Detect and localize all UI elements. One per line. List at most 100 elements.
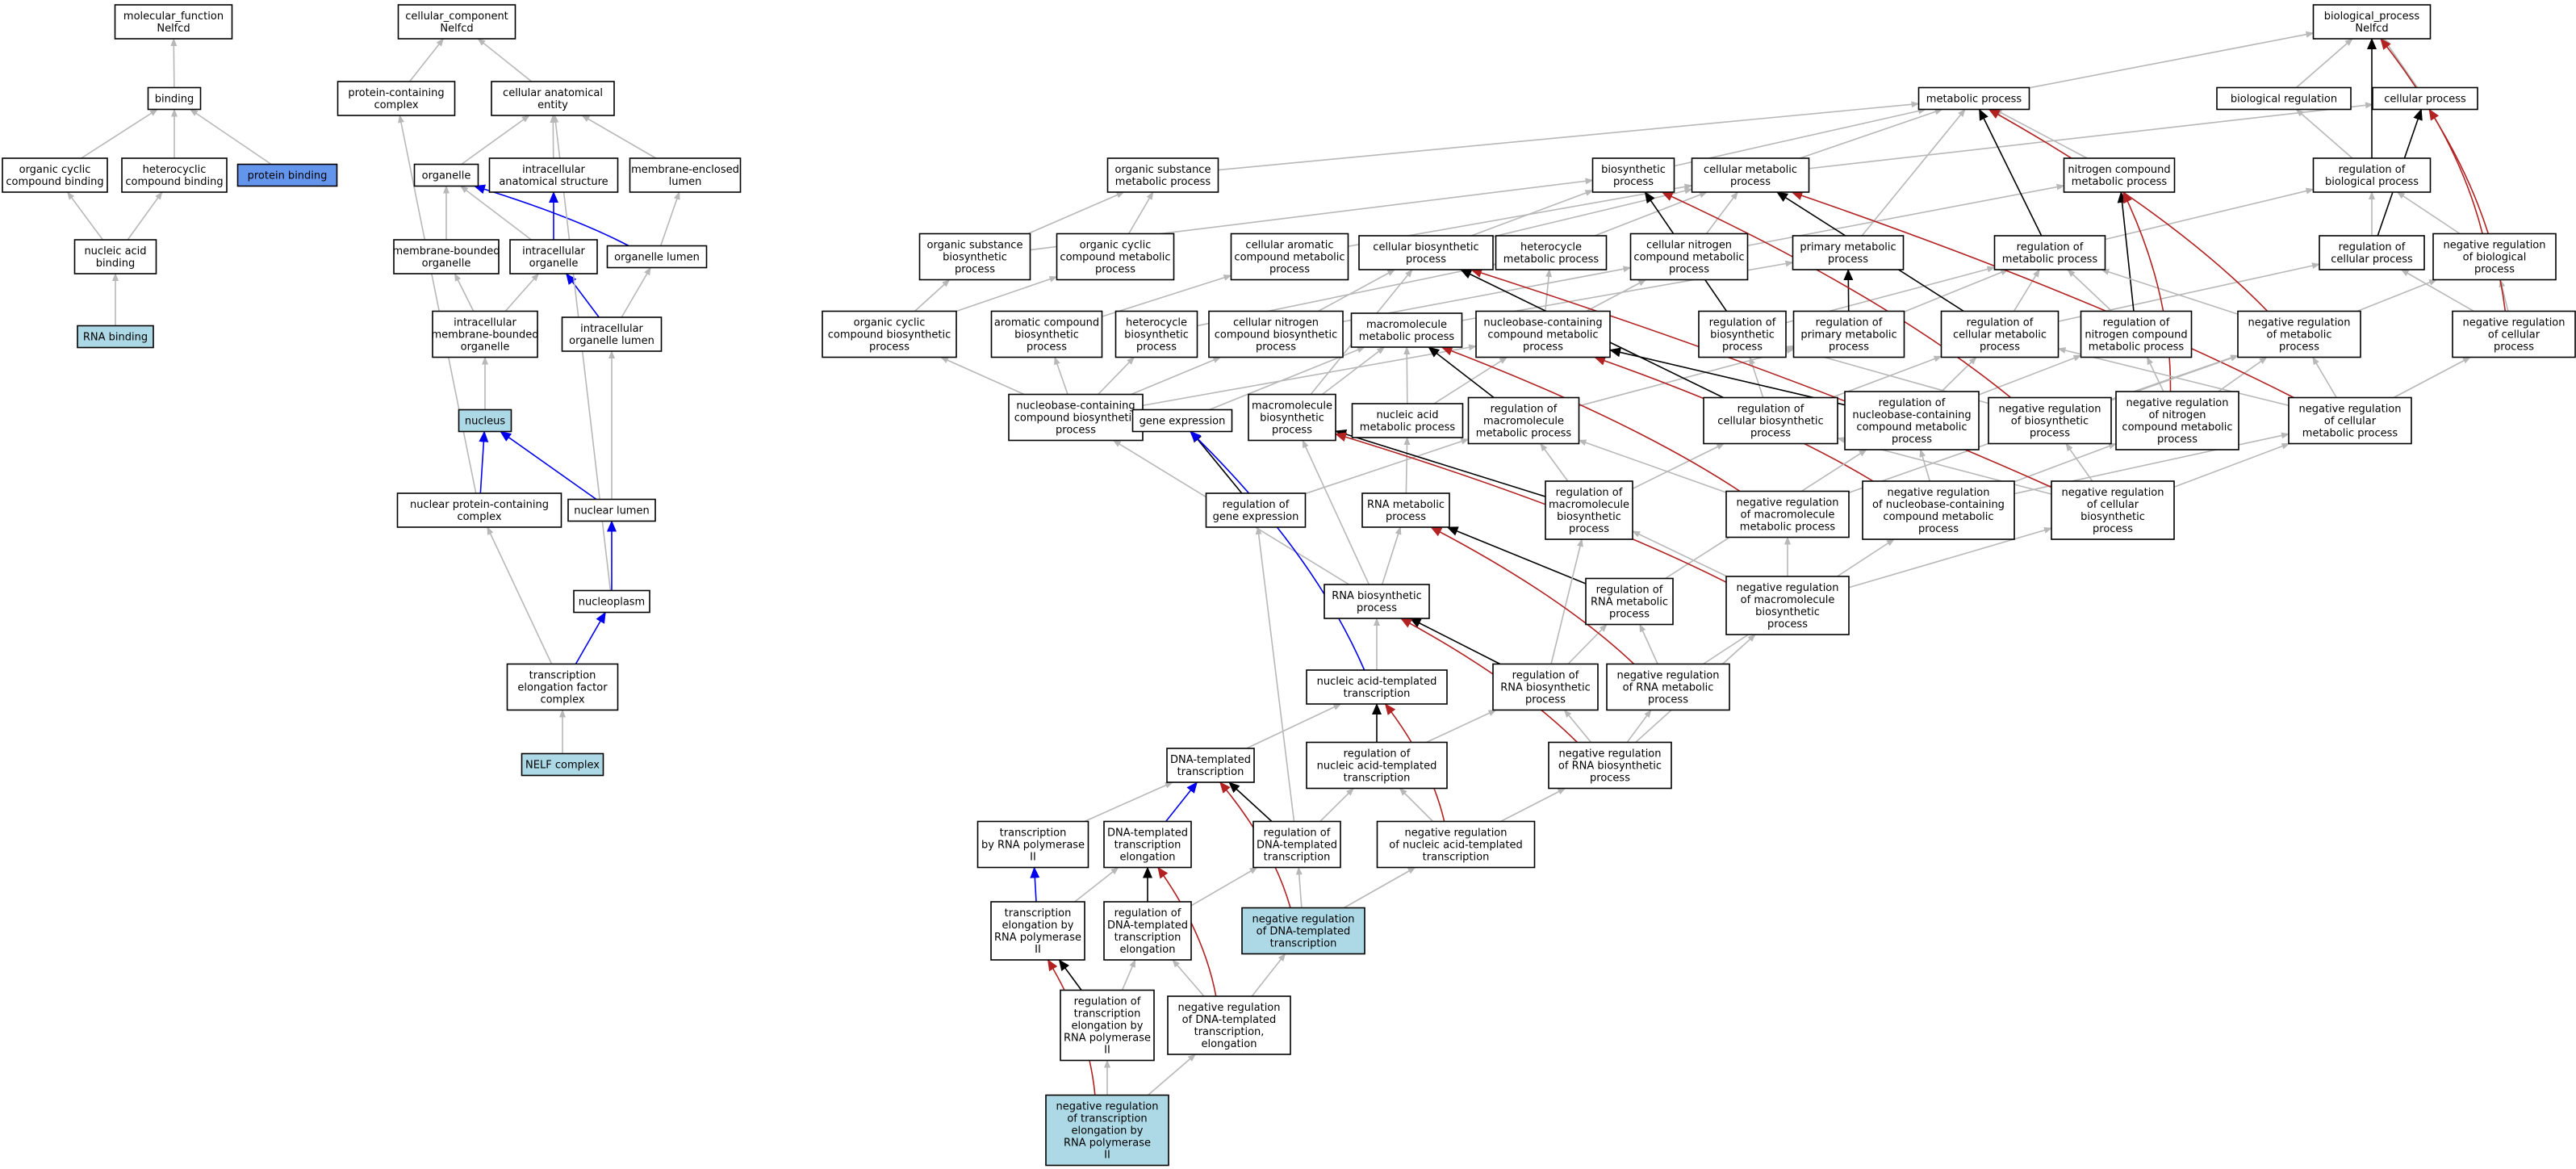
edge-is-a: [1127, 191, 1154, 234]
edge-regulates: [2117, 191, 2135, 312]
go-term-box: [337, 81, 456, 116]
go-term-label: biosynthetic: [1260, 413, 1324, 425]
go-term-label: process: [1648, 694, 1688, 706]
go-term-box: [1205, 492, 1307, 528]
go-term-box: [2051, 480, 2175, 540]
edge-is-a: [2014, 442, 2117, 483]
edge-is-a: [1632, 530, 1728, 577]
go-term-label: II: [1104, 1150, 1110, 1162]
edge-is-a: [1246, 703, 1342, 749]
edge-part-of: [1190, 430, 1365, 671]
go-term-label: regulation of: [2017, 241, 2084, 253]
go-term-label: process: [1669, 264, 1709, 276]
go-term-label: regulation of: [1264, 828, 1331, 840]
edge-is-a: [1318, 269, 1396, 312]
go-term-box: [918, 233, 1031, 281]
go-term-box: [397, 4, 516, 40]
go-term-label: nuclear protein-containing: [410, 499, 549, 511]
go-term-label: of biosynthetic: [2011, 416, 2089, 428]
go-term-label: process: [1918, 523, 1959, 535]
edge-negatively-regulates: [2428, 108, 2507, 312]
go-term-label: process: [2494, 341, 2534, 354]
go-term-label: Nelfcd: [157, 23, 190, 35]
go-term-label: nucleic acid-templated: [1317, 760, 1437, 773]
go-term-label: RNA binding: [83, 332, 148, 344]
go-term-label: elongation: [1120, 944, 1176, 956]
go-term-box: [1131, 409, 1233, 433]
go-term-label: organic cyclic: [854, 317, 926, 329]
edge-is-a: [1978, 354, 2082, 396]
edge-is-a: [81, 108, 158, 159]
go-term-node: regulation ofnucleobase-containingcompou…: [1844, 391, 1980, 450]
edge-is-a: [1579, 347, 1795, 407]
go-term-box: [1703, 396, 1838, 445]
edge-is-a: [1586, 279, 1647, 312]
go-term-label: regulation of: [1879, 397, 1946, 409]
edge-regulates: [1978, 108, 2043, 237]
go-term-label: Nelfcd: [2355, 23, 2388, 35]
go-term-box: [1591, 157, 1675, 193]
go-term-label: of RNA metabolic: [1623, 682, 1714, 694]
go-term-label: nucleobase-containing: [1852, 409, 1971, 421]
go-term-label: DNA-templated: [1107, 828, 1188, 840]
go-term-label: regulation of: [2339, 241, 2406, 253]
go-term-label: nucleic acid-templated: [1317, 676, 1437, 688]
go-term-label: RNA metabolic: [1591, 597, 1668, 609]
go-term-label: cellular_component: [405, 10, 508, 23]
go-term-label: compound binding: [6, 176, 103, 188]
go-term-label: organelle: [422, 258, 471, 270]
edge-is-a: [659, 191, 680, 246]
go-term-label: binding: [96, 258, 135, 270]
go-term-label: nucleobase-containing: [1483, 317, 1602, 329]
go-term-box: [1940, 310, 2060, 358]
go-term-label: biosynthetic: [1124, 329, 1189, 341]
go-term-box: [2312, 4, 2432, 40]
go-term-label: aromatic compound: [994, 317, 1099, 329]
go-term-label: regulation of: [2339, 164, 2406, 176]
edge-negatively-regulates: [1470, 268, 2052, 488]
go-term-label: of macromolecule: [1741, 509, 1835, 522]
go-term-label: anatomical structure: [499, 176, 608, 188]
go-term-label: process: [1722, 341, 1763, 354]
go-term-box: [506, 663, 619, 711]
go-term-label: membrane-bounded: [392, 245, 500, 258]
edge-part-of: [479, 430, 489, 494]
go-term-label: II: [1030, 852, 1036, 864]
go-term-label: regulation of: [1709, 317, 1776, 329]
go-term-box: [1167, 995, 1291, 1055]
go-term-node: protein binding: [236, 163, 338, 187]
go-term-label: of transcription: [1067, 1113, 1147, 1125]
go-term-label: intracellular: [454, 317, 516, 329]
edge-is-a: [1492, 187, 1693, 237]
go-term-box: [396, 492, 562, 528]
go-term-box: [2237, 310, 2361, 358]
go-term-box: [1548, 741, 1672, 790]
edge-part-of: [473, 184, 629, 247]
go-term-label: biosynthetic: [1710, 329, 1775, 341]
edge-is-a: [1399, 787, 1434, 823]
edge-is-a: [1848, 526, 2052, 589]
go-term-label: process: [1730, 176, 1771, 188]
go-term-label: cellular anatomical: [503, 87, 603, 99]
go-term-label: elongation factor: [517, 682, 608, 694]
go-term-label: elongation: [1202, 1038, 1257, 1050]
go-term-box: [1629, 233, 1749, 281]
edge-is-a: [2393, 356, 2471, 399]
go-term-label: process: [2474, 264, 2515, 276]
go-term-box: [121, 157, 228, 193]
